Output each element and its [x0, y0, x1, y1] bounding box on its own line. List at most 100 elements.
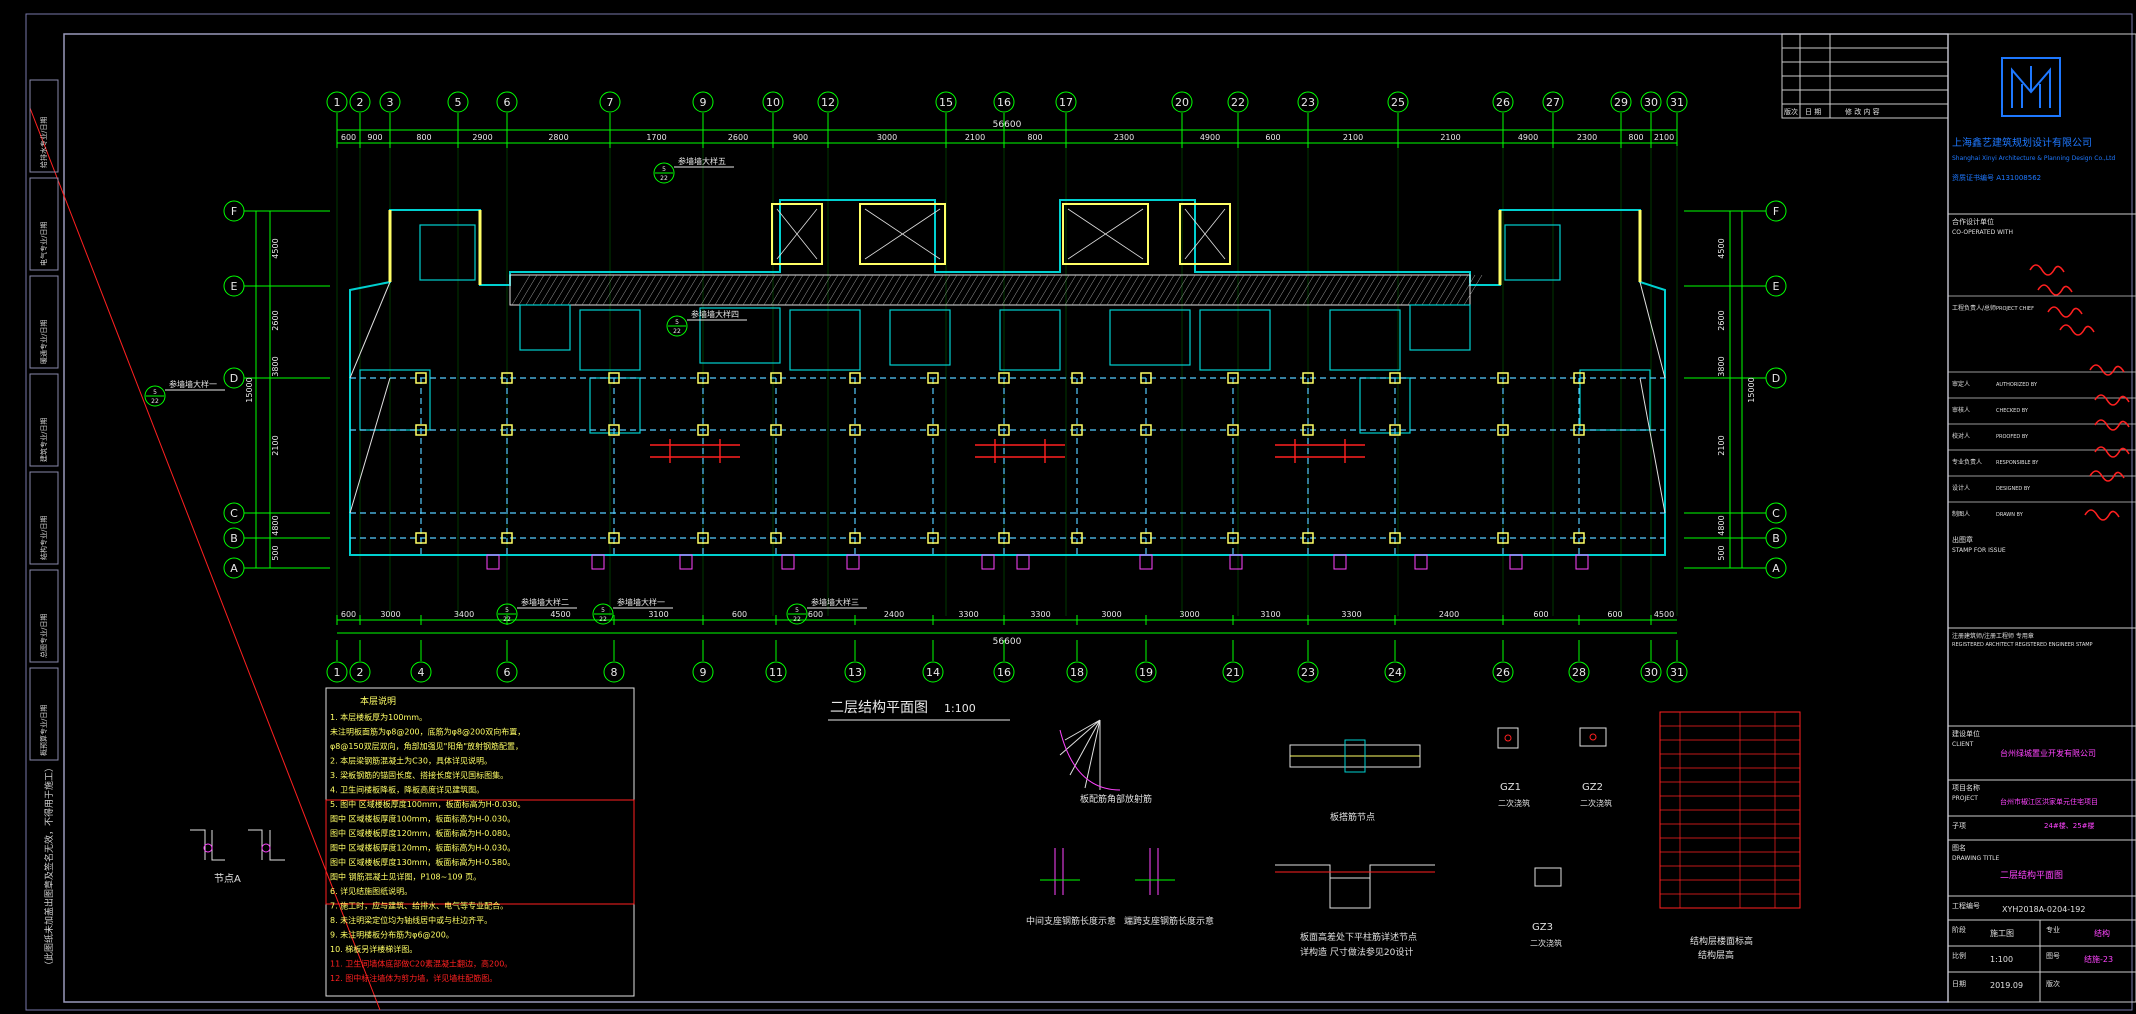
drawing-label-en: DRAWING TITLE: [1952, 855, 2000, 862]
margin-cell: [29, 177, 59, 271]
axis-label-bottom: 11: [769, 666, 783, 679]
margin-cell: [29, 471, 59, 565]
hatch-line: [1176, 274, 1196, 306]
hatch-line: [875, 274, 895, 306]
axis-label-top: 12: [821, 96, 835, 109]
margin-label: 电气专业/日期: [39, 222, 48, 266]
rev-hdr-date: 日 期: [1805, 108, 1821, 116]
dim-value-bottom: 3300: [1030, 610, 1050, 619]
callout-number: 5: [662, 166, 666, 173]
subproject-name: 24#楼、25#楼: [2044, 821, 2095, 830]
dim-total-right: 15000: [1747, 377, 1756, 402]
column: [998, 532, 1010, 544]
hatch-line: [1414, 274, 1434, 306]
gz3-label: GZ3: [1532, 922, 1553, 933]
opening-marker: [1139, 554, 1153, 570]
callout-text: 参墙墙大样三: [811, 597, 859, 607]
column: [849, 532, 861, 544]
hatch-line: [707, 274, 727, 306]
hatch-line: [1274, 274, 1294, 306]
hatch-line: [1120, 274, 1140, 306]
hatch-line: [1155, 274, 1175, 306]
stamp-label: 出图章: [1952, 535, 1973, 544]
gz1-sub: 二次浇筑: [1498, 798, 1530, 808]
rev-label: 版次: [2046, 979, 2060, 988]
hatch-line: [868, 274, 888, 306]
axis-bubble-top: [1610, 91, 1632, 113]
column: [415, 424, 427, 436]
axis-bubble-top: [447, 91, 469, 113]
dim-value-bottom: 3000: [380, 610, 400, 619]
hatch-line: [1400, 274, 1420, 306]
client-label: 建设单位: [1952, 729, 1980, 738]
hatch-line: [1365, 274, 1385, 306]
column: [1497, 424, 1509, 436]
dim-value-bottom: 600: [341, 610, 356, 619]
axis-bubble-bottom: [1135, 661, 1157, 683]
column: [1071, 372, 1083, 384]
hatch-line: [1204, 274, 1224, 306]
axis-bubble-bottom: [1066, 661, 1088, 683]
dim-value-bottom: 3300: [1341, 610, 1361, 619]
dim-value-top: 2100: [965, 133, 985, 142]
role-label-en: DESIGNED BY: [1996, 486, 2031, 492]
hatch-line: [511, 274, 531, 306]
hatch-line: [903, 274, 923, 306]
client-name: 台州绿城置业开发有限公司: [2000, 748, 2096, 758]
room-box: [1504, 224, 1561, 281]
callout-sheet: 22: [793, 616, 801, 623]
gz1-section: GZ1 二次浇筑: [1497, 727, 1530, 808]
rev-hdr-content: 修 改 内 容: [1845, 107, 1880, 116]
hatch-line: [1323, 274, 1343, 306]
hatch-line: [784, 274, 804, 306]
hatch-line: [1162, 274, 1182, 306]
column: [1071, 532, 1083, 544]
axis-label-left: B: [230, 532, 238, 545]
hatch-line: [546, 274, 566, 306]
scale-label: 比例: [1952, 951, 1966, 960]
hatch-line: [777, 274, 797, 306]
detail-caption-step-2: 详构造 尺寸做法参见20设计: [1300, 946, 1413, 958]
rebar-group: [650, 439, 740, 463]
axis-label-left: E: [231, 280, 238, 293]
note-line: 3. 梁板钢筋的锚固长度、搭接长度详见国标图集。: [330, 770, 508, 780]
column: [697, 372, 709, 384]
hatch-line: [1001, 274, 1021, 306]
hatch-line: [679, 274, 699, 306]
margin-label: 暖通专业/日期: [39, 320, 48, 364]
column: [927, 532, 939, 544]
hatch-line: [749, 274, 769, 306]
hatch-line: [959, 274, 979, 306]
hatch-line: [672, 274, 692, 306]
note-line: 6. 详见结施图纸说明。: [330, 886, 412, 896]
axis-label-bottom: 13: [848, 666, 862, 679]
reg-label-en: REGISTERED ARCHITECT REGISTERED ENGINEER…: [1952, 642, 2093, 648]
margin-cell: [29, 667, 59, 761]
hatch-line: [1253, 274, 1273, 306]
room-box: [419, 224, 476, 281]
column: [608, 372, 620, 384]
column: [1140, 372, 1152, 384]
role-label: 设计人: [1952, 484, 1970, 492]
hatch-line: [1099, 274, 1119, 306]
margin-cell: [29, 569, 59, 663]
column: [998, 424, 1010, 436]
axis-label-top: 10: [766, 96, 780, 109]
axis-bubble-bottom: [844, 661, 866, 683]
hatch-line: [1302, 274, 1322, 306]
gz1-label: GZ1: [1500, 782, 1521, 793]
dim-value-bottom: 3000: [1179, 610, 1199, 619]
note-line: 9. 未注明楼板分布筋为φ6@200。: [330, 930, 454, 940]
axis-bubble-bottom: [1492, 661, 1514, 683]
dim-value-top: 3000: [877, 133, 897, 142]
dim-value-bottom: 3000: [1101, 610, 1121, 619]
role-label: 审定人: [1952, 380, 1970, 388]
opening-marker: [981, 554, 995, 570]
signature-scribble: [2029, 264, 2065, 276]
dim-value-right: 4800: [1717, 515, 1726, 535]
hatch-line: [553, 274, 573, 306]
drawing-label: 图名: [1952, 843, 1966, 852]
signature-scribble: [2094, 394, 2130, 406]
axis-bubble-top: [1666, 91, 1688, 113]
callout-sheet: 22: [503, 616, 511, 623]
